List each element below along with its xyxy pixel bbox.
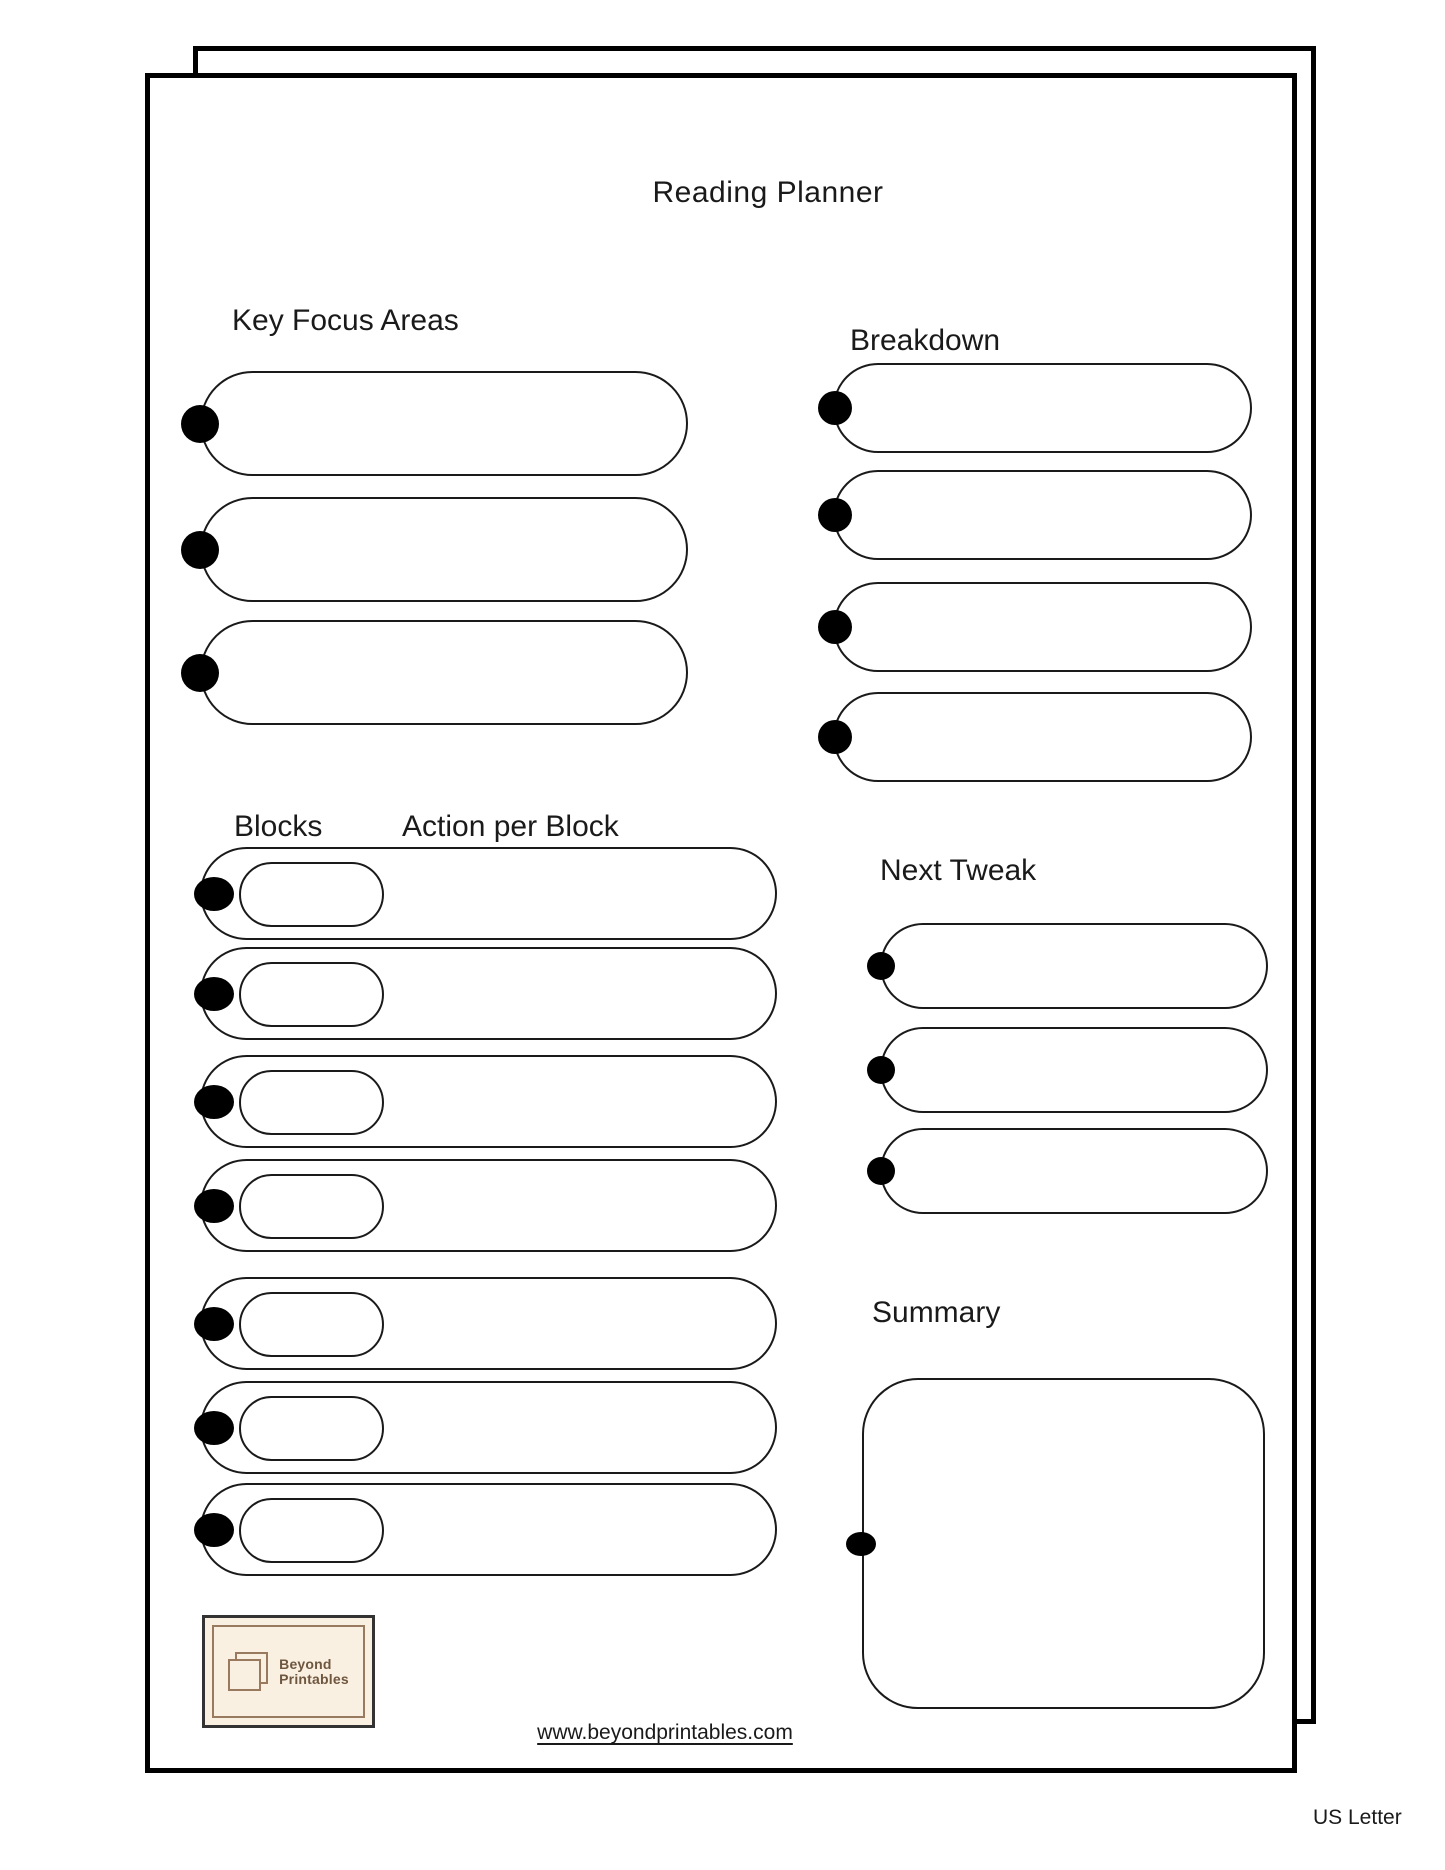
breakdown-field[interactable] <box>818 363 1252 453</box>
brand-logo: Beyond Printables <box>202 1615 375 1728</box>
breakdown-field[interactable] <box>818 692 1252 782</box>
logo-text-line1: Beyond <box>279 1655 332 1672</box>
footer-website-link[interactable]: www.beyondprintables.com <box>537 1721 793 1744</box>
key-focus-field[interactable] <box>181 371 688 476</box>
next-tweak-field[interactable] <box>867 1128 1268 1214</box>
logo-wordmark: Beyond Printables <box>279 1655 349 1687</box>
section-heading-blocks: Blocks <box>234 810 323 843</box>
bullet-dot <box>818 498 852 532</box>
bullet-dot <box>194 1084 234 1119</box>
bullet-dot <box>867 952 895 980</box>
section-heading-breakdown: Breakdown <box>850 324 1001 357</box>
bullet-dot <box>818 391 852 425</box>
action-per-block-field[interactable] <box>194 947 777 1040</box>
action-per-block-field[interactable] <box>194 847 777 940</box>
bullet-dot <box>867 1056 895 1084</box>
next-tweak-field[interactable] <box>867 1027 1268 1113</box>
breakdown-field[interactable] <box>818 582 1252 672</box>
bullet-dot <box>181 530 219 569</box>
block-label-field[interactable] <box>239 1070 384 1135</box>
bullet-dot <box>818 720 852 754</box>
bullet-dot <box>194 1188 234 1223</box>
page-title: Reading Planner <box>652 176 884 209</box>
summary-field[interactable] <box>846 1378 1265 1709</box>
paper-size-label: US Letter <box>1313 1806 1402 1829</box>
block-label-field[interactable] <box>239 1292 384 1357</box>
action-per-block-field[interactable] <box>194 1055 777 1148</box>
logo-text-line2: Printables <box>279 1670 349 1687</box>
key-focus-field[interactable] <box>181 620 688 725</box>
block-label-field[interactable] <box>239 1498 384 1563</box>
next-tweak-field[interactable] <box>867 923 1268 1009</box>
block-label-field[interactable] <box>239 962 384 1027</box>
bullet-dot <box>194 1306 234 1341</box>
stacked-pages-icon <box>228 1651 270 1692</box>
block-label-field[interactable] <box>239 1174 384 1239</box>
bullet-dot <box>194 1410 234 1445</box>
block-label-field[interactable] <box>239 1396 384 1461</box>
block-label-field[interactable] <box>239 862 384 927</box>
bullet-dot <box>194 876 234 911</box>
bullet-dot <box>194 1512 234 1547</box>
bullet-dot <box>818 610 852 644</box>
action-per-block-field[interactable] <box>194 1483 777 1576</box>
section-heading-summary: Summary <box>872 1296 1001 1329</box>
section-heading-next-tweak: Next Tweak <box>880 854 1037 887</box>
bullet-dot <box>181 404 219 443</box>
bullet-dot <box>867 1157 895 1185</box>
bullet-dot <box>846 1531 876 1556</box>
bullet-dot <box>194 976 234 1011</box>
breakdown-field[interactable] <box>818 470 1252 560</box>
section-heading-action-per-block: Action per Block <box>402 810 619 843</box>
key-focus-field[interactable] <box>181 497 688 602</box>
action-per-block-field[interactable] <box>194 1277 777 1370</box>
logo-inner-frame: Beyond Printables <box>212 1625 365 1718</box>
action-per-block-field[interactable] <box>194 1381 777 1474</box>
action-per-block-field[interactable] <box>194 1159 777 1252</box>
bullet-dot <box>181 653 219 692</box>
section-heading-key-focus-areas: Key Focus Areas <box>232 304 459 337</box>
